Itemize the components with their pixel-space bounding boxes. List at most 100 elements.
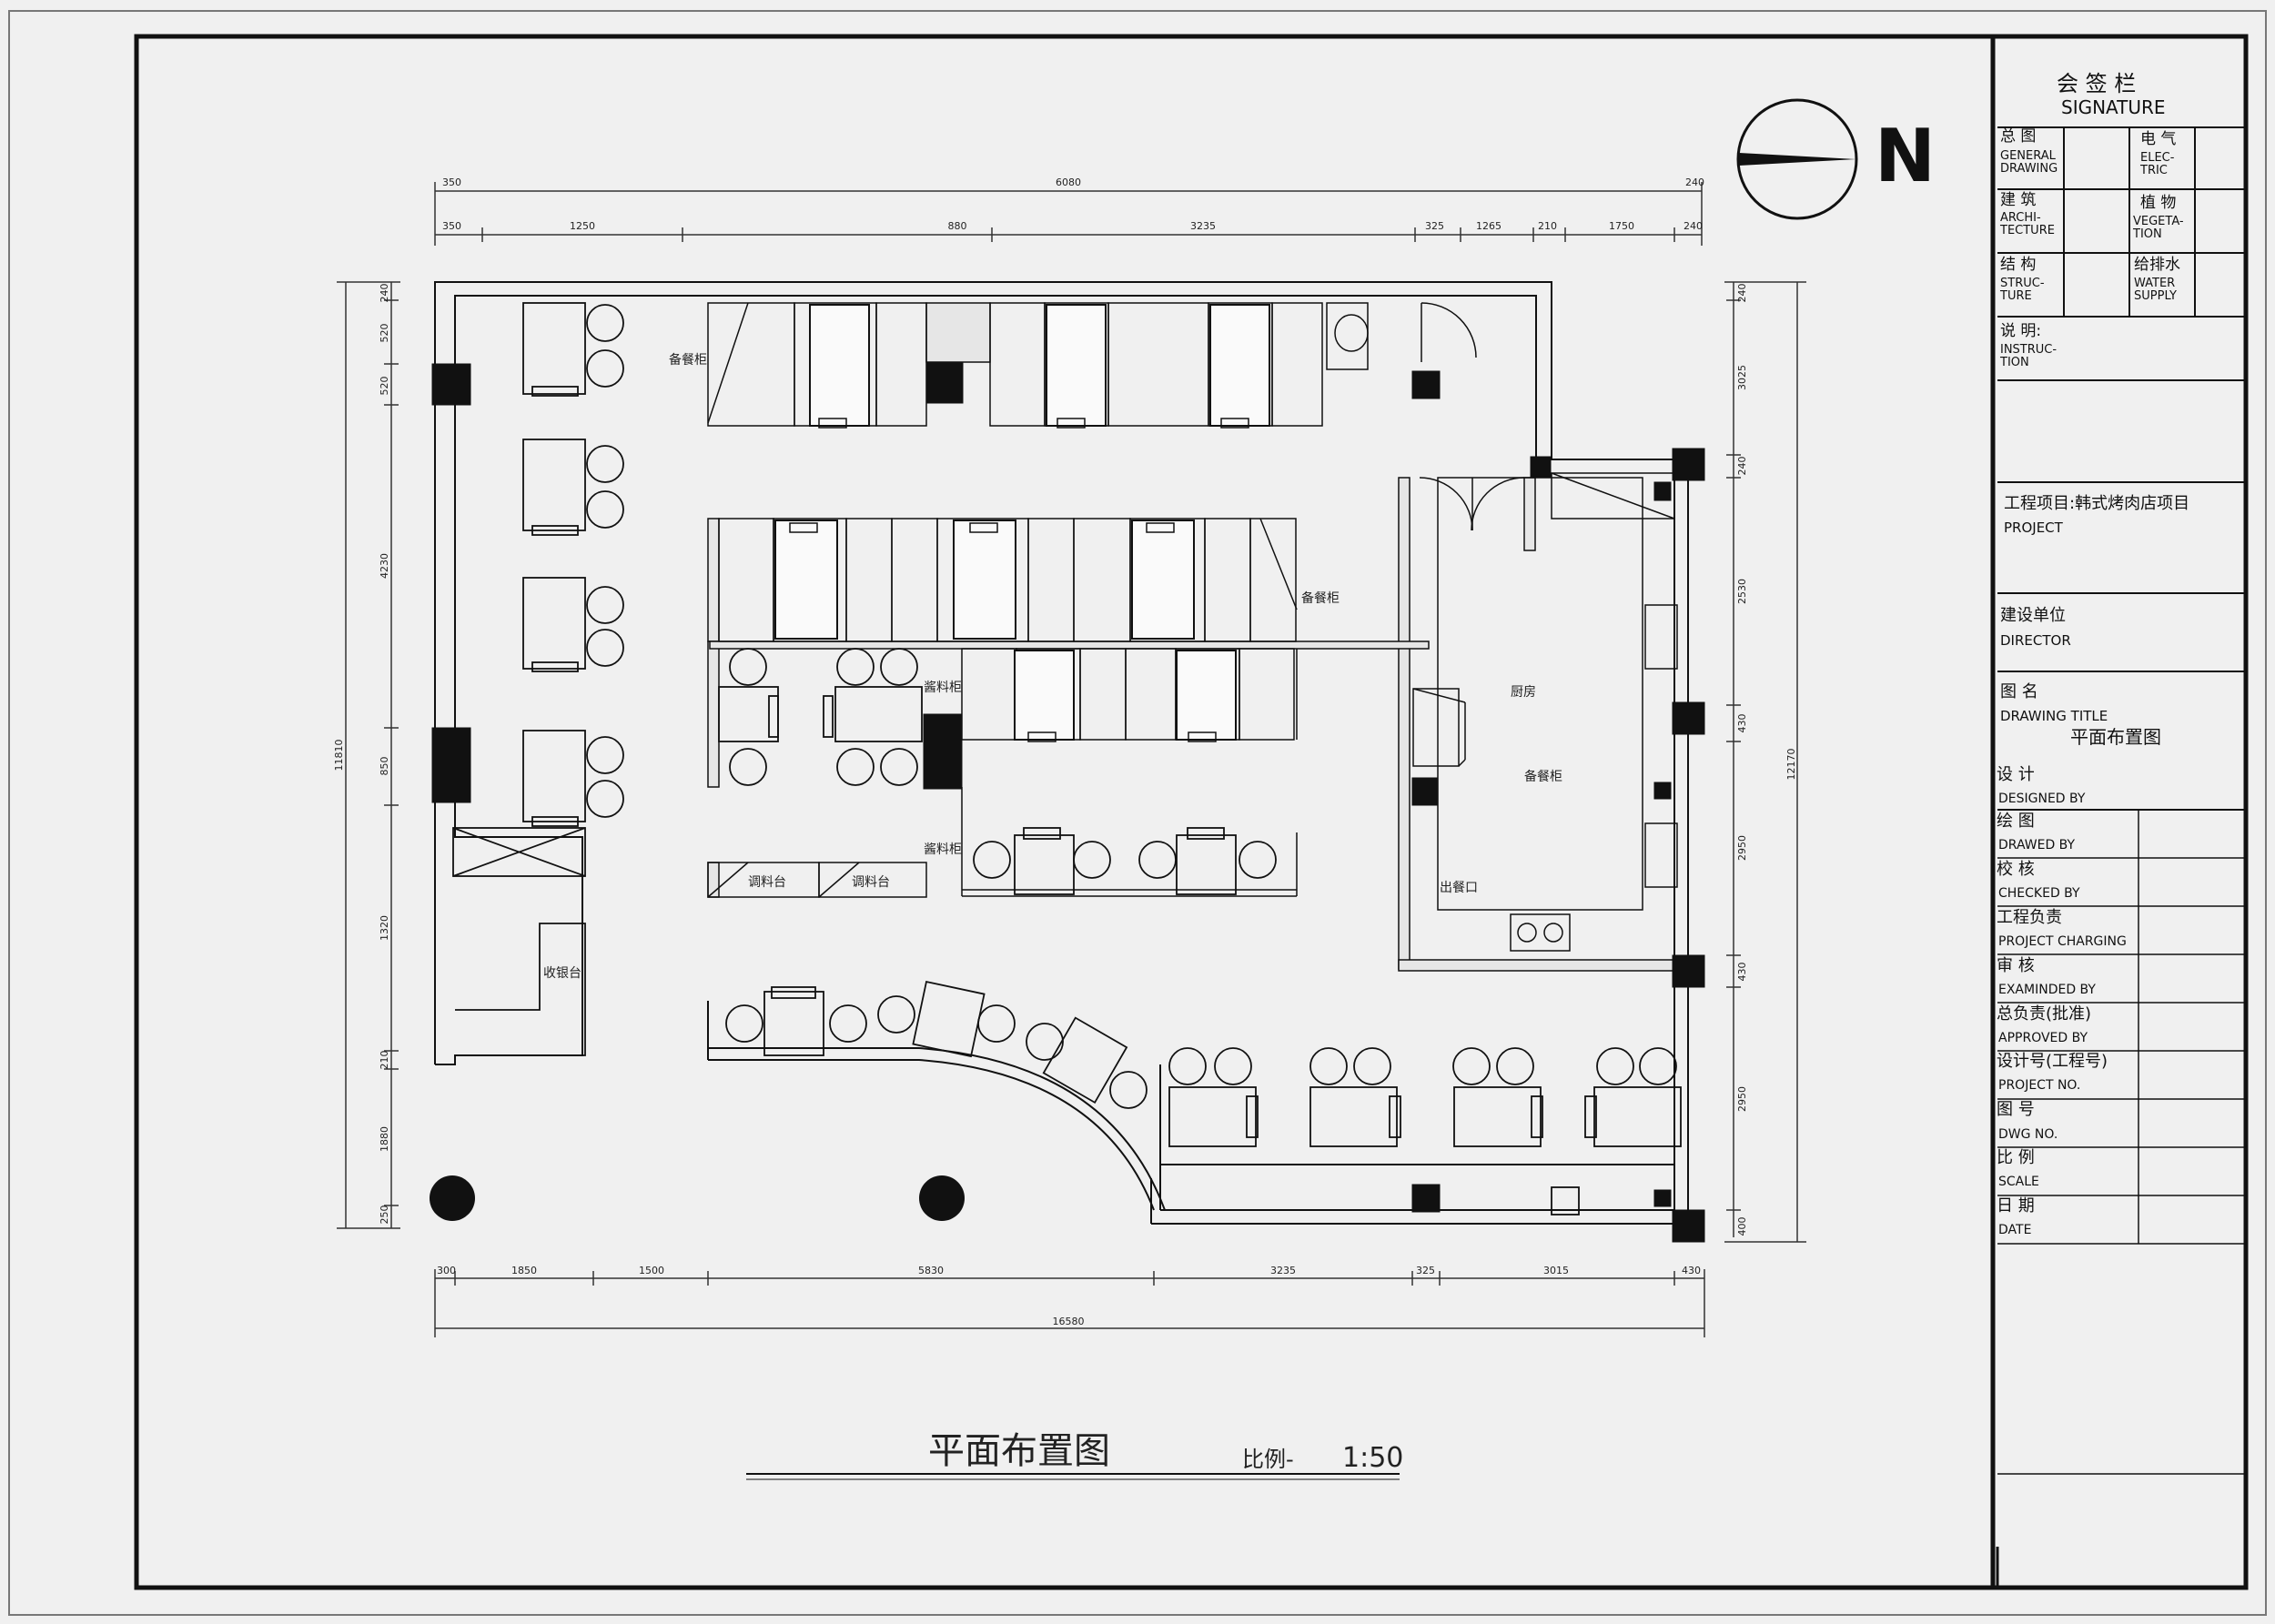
dim-bottom-seg: 1500	[639, 1265, 664, 1276]
title-block-grid	[1990, 36, 2246, 1588]
dim-top-seg: 880	[948, 220, 967, 232]
row-en: APPROVED BY	[1998, 1031, 2088, 1045]
dim-left-seg: 250	[379, 1205, 390, 1225]
project-cn: 工程项目:韩式烤肉店项目	[2004, 494, 2190, 513]
drawing-title-block: 平面布置图 比例- 1:50	[746, 1430, 1403, 1480]
row-cn: 校 核	[1997, 860, 2035, 879]
row-cn: 总负责(批准)	[1997, 1004, 2092, 1024]
sign-cell-cn: 电 气	[2140, 130, 2177, 148]
tables-top-row	[809, 304, 1270, 427]
dim-bottom-seg: 5830	[918, 1265, 944, 1276]
tables-middle-row	[774, 519, 1237, 741]
row-cn: 日 期	[1997, 1196, 2035, 1215]
row-cn: 比 例	[1997, 1148, 2035, 1167]
sign-cell-cn: 给排水	[2134, 256, 2180, 274]
dim-top-seg: 325	[1425, 220, 1444, 232]
drawing-title-en: DRAWING TITLE	[2000, 708, 2108, 724]
dim-bottom-seg: 3015	[1543, 1265, 1569, 1276]
dim-right-seg: 3025	[1736, 365, 1748, 390]
drawing-title: 平面布置图	[928, 1430, 1110, 1472]
drawing-title-value: 平面布置图	[2070, 726, 2161, 748]
dim-bottom-overall: 16580	[1053, 1316, 1085, 1327]
dim-right-seg: 2950	[1736, 835, 1748, 861]
dim-left-seg: 1880	[379, 1126, 390, 1152]
dim-right-seg: 240	[1736, 457, 1748, 476]
row-en: EXAMINDED BY	[1998, 983, 2096, 997]
scale-prefix: 比例-	[1242, 1447, 1294, 1472]
dim-top-seg: 350	[442, 220, 461, 232]
dim-left-seg: 4230	[379, 553, 390, 579]
sign-cell-en: ELEC- TRIC	[2140, 151, 2175, 177]
label-cashier: 收银台	[543, 966, 581, 981]
kitchen-column-marks	[431, 361, 1705, 1243]
label-prep-mid: 备餐柜	[1301, 590, 1340, 606]
director-en: DIRECTOR	[2000, 632, 2071, 649]
drawing-title-cn: 图 名	[2000, 682, 2038, 701]
sign-cell-en: GENERAL DRAWING	[2000, 149, 2058, 176]
dim-right-seg: 240	[1736, 284, 1748, 303]
sign-cell-en: ARCHI- TECTURE	[2000, 211, 2055, 237]
row-en: PROJECT CHARGING	[1998, 934, 2127, 949]
row-en: CHECKED BY	[1998, 886, 2080, 901]
dim-left-seg: 520	[379, 324, 390, 343]
seasoning-counters	[707, 862, 927, 898]
bottom-right-tables	[1168, 1086, 1682, 1215]
sign-cell-en: WATER SUPPLY	[2134, 277, 2177, 303]
instruction-en: INSTRUC- TION	[2000, 343, 2058, 369]
dim-left-seg: 520	[379, 377, 390, 396]
dim-top-seg: 1250	[570, 220, 595, 232]
sign-cell-cn: 总 图	[2000, 127, 2037, 146]
dim-left-seg: 240	[379, 284, 390, 303]
two-seat-tables	[522, 302, 586, 827]
north-label: N	[1875, 114, 1936, 198]
kitchen-fixtures	[1326, 302, 1678, 952]
diagonal-dividers	[707, 302, 1298, 610]
label-kitchen: 厨房	[1511, 685, 1536, 700]
cashier-area	[452, 827, 586, 1056]
dim-top-overall: 6080	[1056, 177, 1081, 188]
dim-bottom-seg: 325	[1416, 1265, 1435, 1276]
dim-right-overall: 12170	[1785, 749, 1797, 781]
row-cn: 图 号	[1997, 1100, 2035, 1119]
label-seasoning-2: 调料台	[852, 875, 890, 890]
row-en: SCALE	[1998, 1175, 2039, 1189]
north-arrow	[1736, 98, 1858, 220]
label-sauce-2: 酱料柜	[924, 842, 962, 857]
dim-top-seg: 1750	[1609, 220, 1634, 232]
room-labels: 备餐柜 备餐柜 厨房 备餐柜 出餐口 酱料柜 酱料柜 调料台 调料台 收银台	[543, 352, 1562, 981]
dimension-labels: 6080 350 240 350 1250 880 3235 325 1265 …	[333, 177, 1797, 1327]
grill-marks	[789, 418, 1249, 742]
dim-top-seg: 240	[1684, 220, 1703, 232]
dimension-ticks	[337, 182, 1806, 1337]
signature-cn: 会 签 栏	[2057, 71, 2137, 96]
sign-cell-cn: 植 物	[2140, 194, 2177, 212]
dimension-lines	[345, 190, 1798, 1329]
dim-top-end-right: 240	[1685, 177, 1704, 188]
chairs	[586, 304, 1677, 1109]
dim-top-seg: 3235	[1190, 220, 1216, 232]
dim-right-seg: 430	[1736, 714, 1748, 733]
dim-bottom-seg: 300	[437, 1265, 456, 1276]
round-columns	[430, 1175, 965, 1221]
dim-bottom-seg: 3235	[1270, 1265, 1296, 1276]
instruction-cn: 说 明:	[2000, 322, 2042, 340]
label-kitchen-prep: 备餐柜	[1524, 769, 1562, 784]
dim-right-seg: 2530	[1736, 579, 1748, 604]
sign-cell-en: STRUC- TURE	[2000, 277, 2045, 303]
row-cn: 设计号(工程号)	[1997, 1052, 2108, 1071]
brick-walls	[707, 302, 1677, 972]
label-prep-top: 备餐柜	[669, 352, 707, 368]
dim-top-seg: 1265	[1476, 220, 1502, 232]
label-seasoning-1: 调料台	[748, 875, 786, 890]
signature-en: SIGNATURE	[2061, 96, 2166, 118]
row-cn: 审 核	[1997, 956, 2035, 975]
dim-left-seg: 1320	[379, 915, 390, 941]
row-cn: 工程负责	[1997, 908, 2062, 927]
row-en: DATE	[1998, 1223, 2032, 1237]
bar-tables	[763, 981, 1128, 1105]
row-en: DESIGNED BY	[1998, 792, 2086, 806]
scale-value: 1:50	[1342, 1442, 1403, 1474]
